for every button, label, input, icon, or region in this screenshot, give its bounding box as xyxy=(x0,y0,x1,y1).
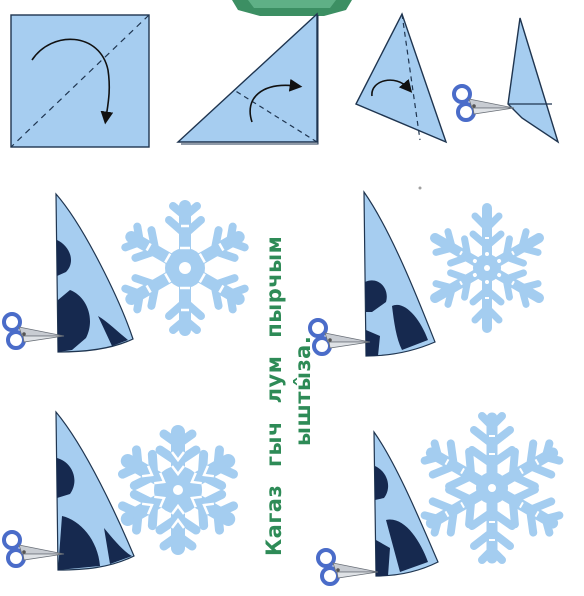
scissors-icon-3 xyxy=(310,320,370,354)
step-7-pattern-c xyxy=(4,412,134,570)
step-2-triangle-fold xyxy=(178,14,318,144)
snowflake-b xyxy=(428,208,546,328)
step-5-pattern-a xyxy=(4,194,133,352)
scissors-icon-2 xyxy=(4,314,64,348)
step-4-cut-top xyxy=(454,18,558,142)
snowflake-d xyxy=(420,416,565,560)
banner-ribbon-inner xyxy=(248,0,336,8)
step-3-narrow-fold xyxy=(356,14,446,142)
scissors-icon-4 xyxy=(4,532,64,566)
snowflake-c xyxy=(119,432,237,548)
scissors-icon-5 xyxy=(318,550,378,584)
step-1-square-fold xyxy=(11,15,149,147)
step-8-pattern-d xyxy=(318,432,438,584)
scissors-icon xyxy=(454,86,514,120)
snowflake-a xyxy=(123,206,246,330)
step-6-pattern-b xyxy=(310,192,435,356)
